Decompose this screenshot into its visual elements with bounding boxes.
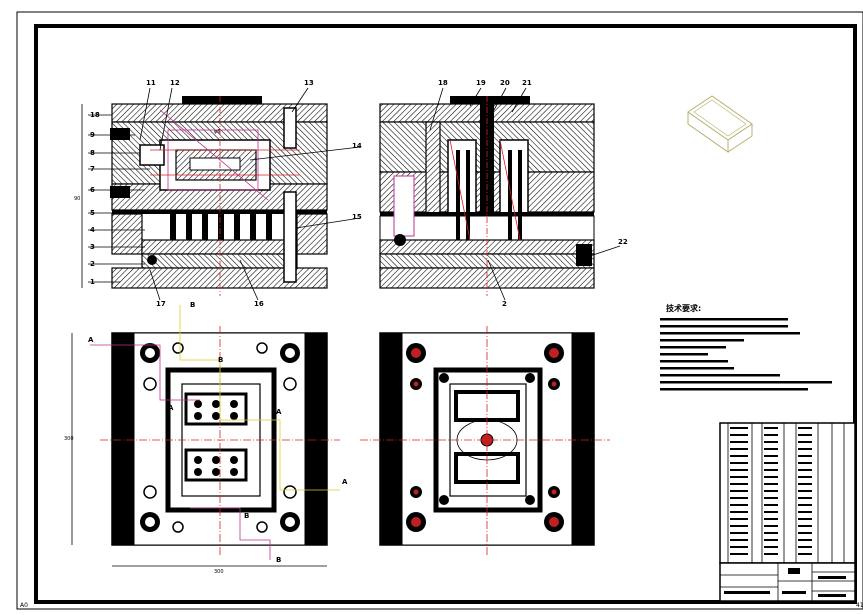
- section-letter: B: [244, 512, 249, 520]
- sheet-corner-label: A0: [20, 602, 28, 609]
- part-label: 1: [90, 278, 95, 286]
- dimension-label: 90: [74, 196, 80, 202]
- part-label: 8: [90, 149, 95, 157]
- part-label: 17: [156, 300, 166, 308]
- part-label: 12: [170, 79, 180, 87]
- part-label: 9: [90, 131, 95, 139]
- part-label: 18: [90, 111, 100, 119]
- section-letter: B: [218, 356, 223, 364]
- ejector-pins-left: [170, 214, 272, 254]
- part-isometric-sketch: [687, 95, 753, 153]
- tech-requirements-title: 技术要求:: [666, 303, 701, 313]
- cavity-pins: [194, 400, 238, 476]
- part-label: 2: [90, 260, 95, 268]
- leader-lines-left: [81, 87, 361, 301]
- title-block: [719, 562, 856, 602]
- part-label: 18: [438, 79, 448, 87]
- section-view-right: [379, 96, 595, 296]
- part-label: 5: [90, 209, 95, 217]
- guide-bushings-left: [140, 342, 300, 533]
- part-label: 6: [90, 186, 95, 194]
- part-label: 13: [304, 79, 314, 87]
- part-label: 21: [522, 79, 532, 87]
- tech-requirements-notes: [660, 318, 832, 391]
- section-letter: A: [342, 478, 348, 486]
- sheet-border: [16, 11, 863, 610]
- bill-of-materials-table: [719, 422, 856, 564]
- part-label: 19: [476, 79, 486, 87]
- section-letter: A: [276, 408, 282, 416]
- part-label: 11: [146, 79, 156, 87]
- dimension-label: 300: [64, 436, 74, 442]
- sheet-corner-label: 41: [856, 602, 863, 609]
- section-letter: A: [168, 404, 174, 412]
- section-letter: B: [276, 556, 281, 564]
- part-label: 7: [90, 165, 95, 173]
- plan-view-right: [360, 326, 610, 556]
- part-label: 20: [500, 79, 510, 87]
- part-label: 15: [352, 213, 362, 221]
- part-label: 14: [352, 142, 362, 150]
- part-label: 22: [618, 238, 628, 246]
- part-label: 4: [90, 226, 95, 234]
- dimension-label: 300: [214, 569, 224, 575]
- section-view-left: [110, 96, 328, 296]
- section-letter: B: [190, 301, 195, 309]
- leader-lines-right: [429, 87, 621, 301]
- part-label: 3: [90, 243, 95, 251]
- bom-row-marks: [730, 427, 812, 555]
- ejector-pins-right: [456, 150, 522, 250]
- part-label: 2: [502, 300, 507, 308]
- guide-bushings-right: [406, 343, 564, 532]
- section-letter: A: [88, 336, 94, 344]
- dimension-label: φ6: [214, 129, 220, 135]
- part-label: 16: [254, 300, 264, 308]
- plan-view-left: [71, 305, 340, 567]
